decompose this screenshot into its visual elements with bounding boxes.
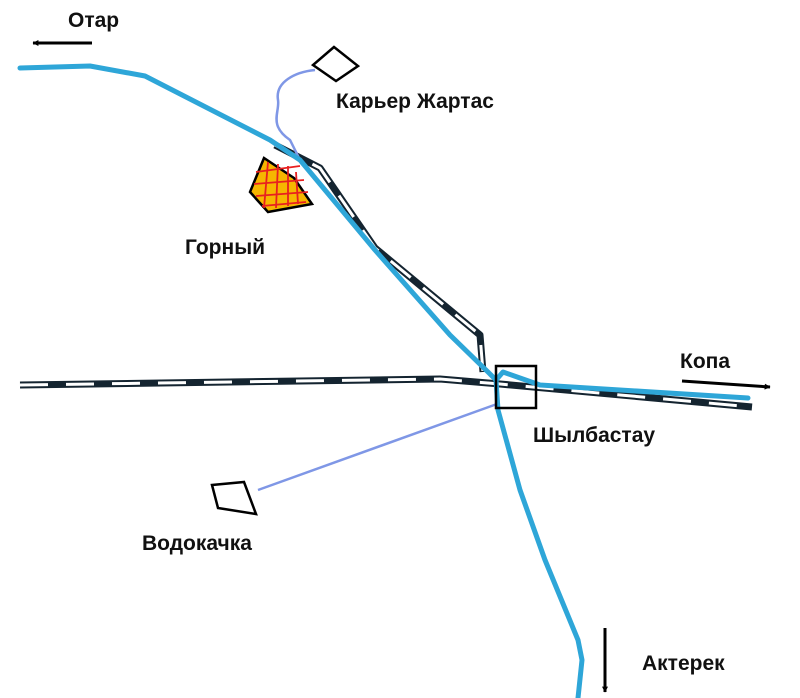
- road-akterek: [493, 377, 585, 698]
- label-gorny: Горный: [185, 236, 265, 259]
- label-karier: Карьер Жартас: [336, 90, 494, 113]
- minor-road-quarry: [275, 68, 316, 161]
- label-kopa: Копа: [680, 350, 730, 373]
- label-vodokachka: Водокачка: [142, 532, 252, 555]
- label-otar: Отар: [68, 9, 119, 32]
- station-icon: [494, 364, 538, 410]
- road-otar: [17, 63, 499, 383]
- minor-road-vodokachka: [257, 402, 498, 492]
- label-shylbastau: Шылбастау: [533, 424, 655, 447]
- railway-main: [19, 375, 753, 411]
- road-kopa: [493, 369, 751, 401]
- label-akterek: Актерек: [642, 652, 725, 675]
- quarry-icon: [310, 45, 361, 83]
- water-tower-icon: [210, 480, 258, 516]
- settlement-icon: [248, 156, 315, 214]
- arrow-icon: [681, 379, 771, 390]
